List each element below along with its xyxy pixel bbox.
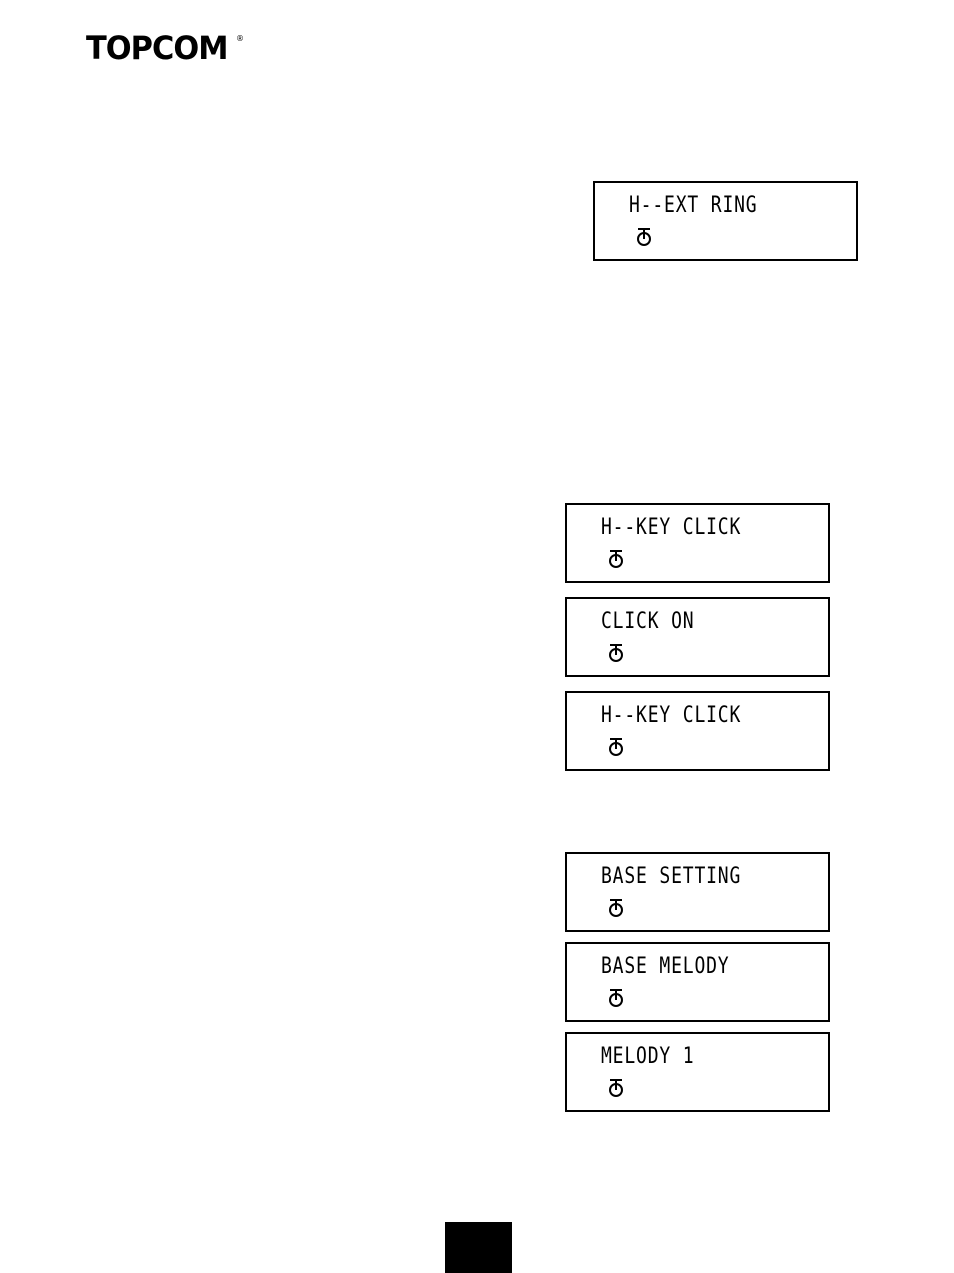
registered-mark: ® [236, 34, 245, 43]
lcd-display-base-melody: BASE MELODY [565, 942, 830, 1022]
lcd-display-base-setting: BASE SETTING [565, 852, 830, 932]
lcd-display-melody-1: MELODY 1 [565, 1032, 830, 1112]
handset-menu-icon [609, 1079, 623, 1097]
lcd-text: CLICK ON [601, 609, 695, 634]
handset-menu-icon [609, 738, 623, 756]
lcd-display-ext-ring: H--EXT RING [593, 181, 858, 261]
logo-text: TOPCOM [86, 29, 229, 67]
handset-menu-icon [609, 899, 623, 917]
lcd-text: H--KEY CLICK [601, 515, 742, 540]
handset-menu-icon [609, 989, 623, 1007]
lcd-text: MELODY 1 [601, 1044, 695, 1069]
handset-menu-icon [609, 550, 623, 568]
lcd-text: BASE SETTING [601, 864, 742, 889]
lcd-text: H--KEY CLICK [601, 703, 742, 728]
lcd-display-key-click-2: H--KEY CLICK [565, 691, 830, 771]
lcd-display-key-click: H--KEY CLICK [565, 503, 830, 583]
lcd-text: BASE MELODY [601, 954, 730, 979]
lcd-display-click-on: CLICK ON [565, 597, 830, 677]
lcd-text: H--EXT RING [629, 193, 758, 218]
handset-menu-icon [609, 644, 623, 662]
page-number-tab [445, 1222, 512, 1273]
topcom-logo: TOPCOM ® [86, 30, 244, 70]
handset-menu-icon [637, 228, 651, 246]
